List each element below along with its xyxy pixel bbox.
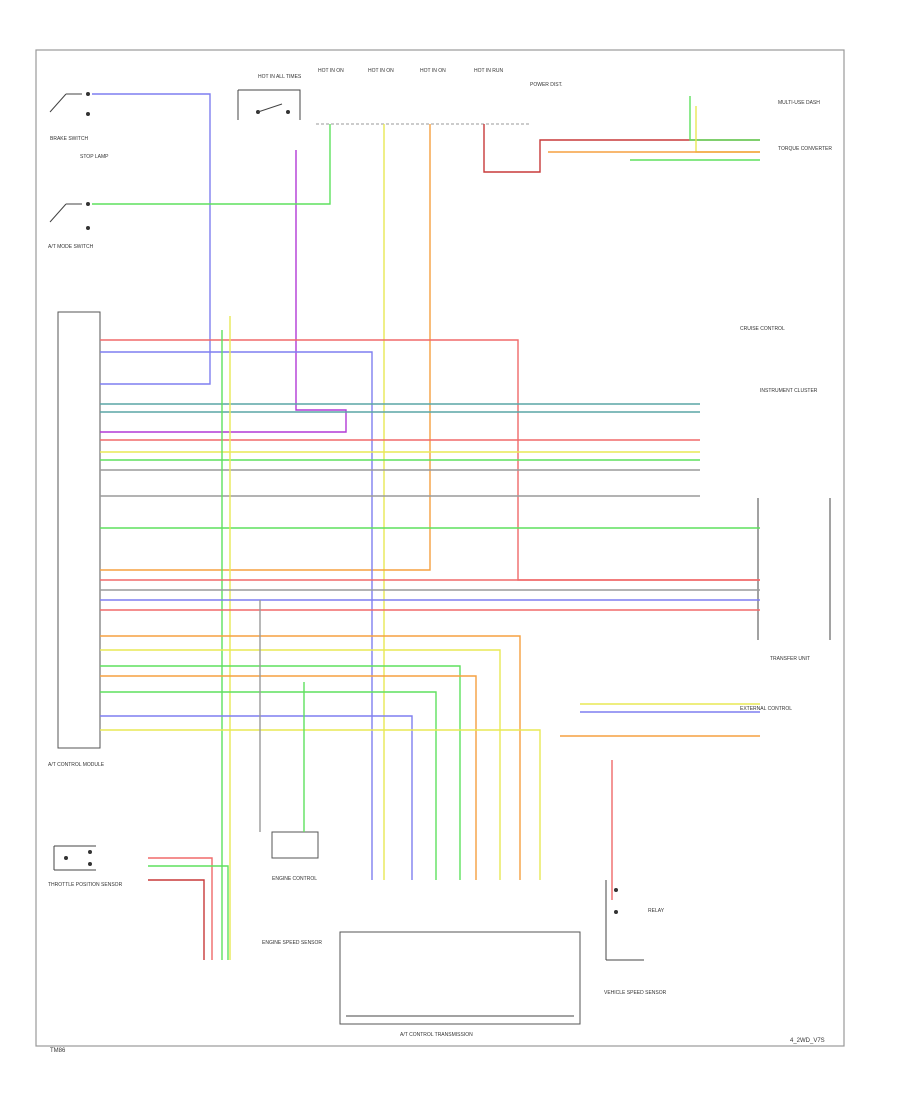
transmission-box [339, 931, 581, 1025]
main-control-module [57, 311, 101, 749]
wire-31 [100, 691, 437, 880]
fuse-label-3: HOT IN ON [368, 68, 394, 74]
wire-29 [100, 665, 461, 880]
wire-5 [100, 124, 431, 571]
fuse-label-5: HOT IN RUN [474, 68, 503, 74]
wire-35 [148, 865, 229, 960]
brake-switch-label: BRAKE SWITCH [50, 136, 88, 142]
fuse-label-6: POWER DIST. [530, 82, 563, 88]
ignition-switch [237, 89, 301, 120]
engine-control-box [271, 831, 319, 859]
fuse-label-1: HOT IN ALL TIMES [258, 74, 302, 80]
stop-lamp-label: STOP LAMP [80, 154, 109, 160]
engine-speed-label: ENGINE SPEED SENSOR [262, 940, 322, 946]
tps-label: THROTTLE POSITION SENSOR [48, 882, 123, 888]
wire-6 [483, 124, 760, 173]
wire-33 [100, 729, 541, 880]
wire-3 [92, 124, 331, 205]
wire-8 [695, 106, 760, 153]
diagram-frame [35, 49, 845, 1047]
transfer-unit-label: TRANSFER UNIT [770, 656, 810, 662]
main-unit-label: A/T CONTROL MODULE [48, 762, 105, 768]
fuse-label-2: HOT IN ON [318, 68, 344, 74]
fuse-labels: HOT IN ALL TIMES HOT IN ON HOT IN ON HOT… [258, 68, 563, 88]
footer-left: TM86 [50, 1048, 66, 1054]
wire-34 [148, 857, 213, 960]
wire-7 [689, 96, 760, 141]
wire-12 [100, 351, 373, 880]
multi-use-label: MULTI-USE DASH [778, 100, 820, 106]
wire-32 [100, 715, 413, 880]
wire-27 [100, 635, 521, 880]
engine-control-label: ENGINE CONTROL [272, 876, 317, 882]
footer-right: 4_2WD_V7S [790, 1038, 825, 1044]
transfer-unit-connector: TRANSFER UNIT [757, 498, 831, 662]
wire-28 [100, 649, 501, 880]
transmission-label: A/T CONTROL TRANSMISSION [400, 1032, 473, 1038]
wire-30 [100, 675, 477, 880]
wire-1 [92, 93, 211, 385]
relay-label: RELAY [648, 908, 665, 914]
vss-label: VEHICLE SPEED SENSOR [604, 990, 667, 996]
torque-converter-label: TORQUE CONVERTER [778, 146, 832, 152]
mode-switch: A/T MODE SWITCH [48, 202, 94, 250]
wire-36 [148, 879, 205, 960]
external-control-label: EXTERNAL CONTROL [740, 706, 792, 712]
wire-layer [92, 93, 760, 960]
vehicle-speed-sensor: VEHICLE SPEED SENSOR RELAY [604, 880, 667, 996]
fuse-label-4: HOT IN ON [420, 68, 446, 74]
brake-switch: BRAKE SWITCH STOP LAMP [49, 92, 109, 160]
instrument-cluster-label: INSTRUMENT CLUSTER [760, 388, 818, 394]
mode-switch-label: A/T MODE SWITCH [48, 244, 94, 250]
wire-2 [100, 150, 347, 433]
cruise-control-label: CRUISE CONTROL [740, 326, 785, 332]
throttle-position-sensor: THROTTLE POSITION SENSOR [48, 845, 123, 888]
